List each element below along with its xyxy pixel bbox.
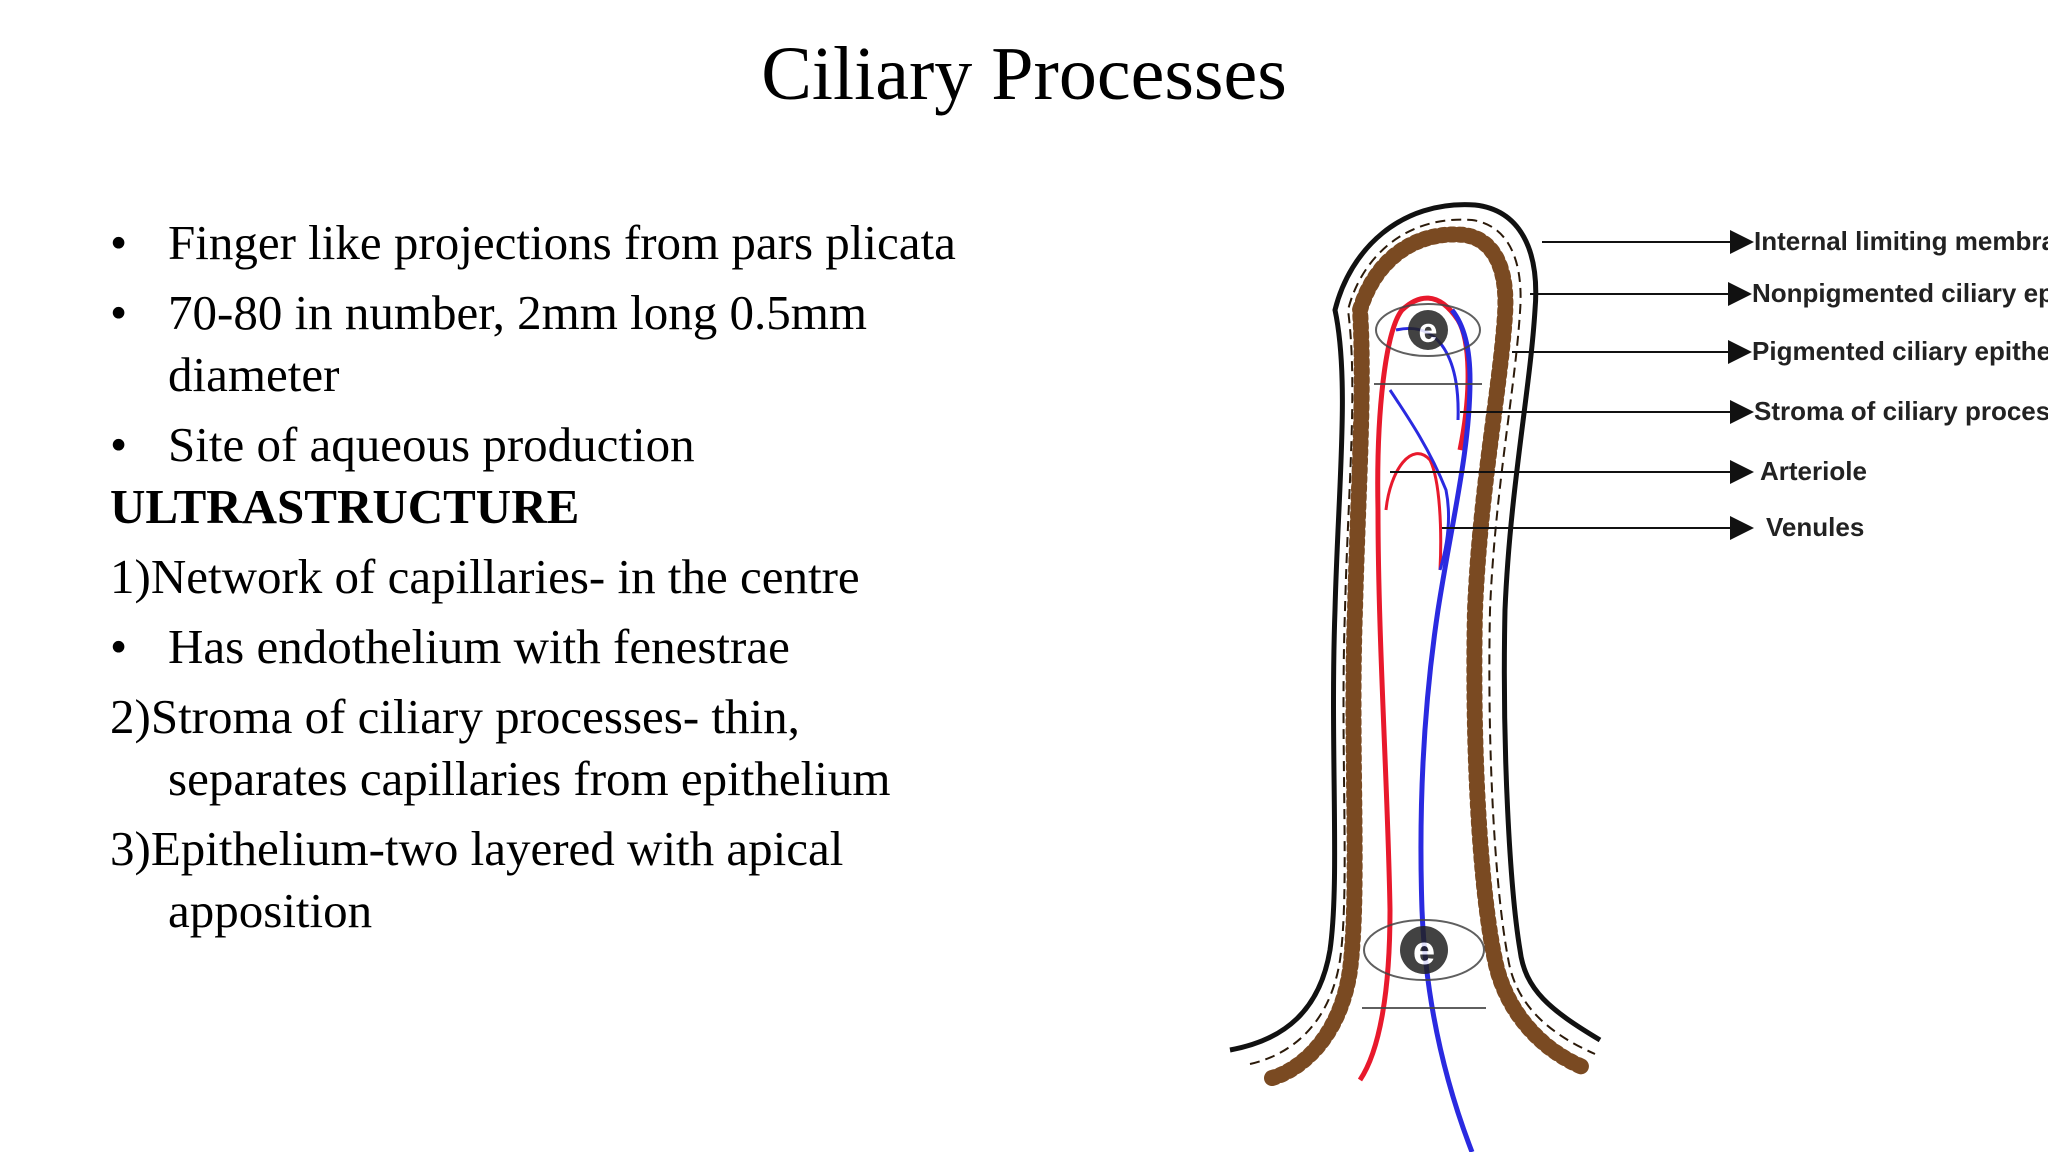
numbered-text-continuation: separates capillaries from epithelium (168, 751, 891, 806)
bullet-text-continuation: diameter (168, 347, 340, 402)
section-heading: ULTRASTRUCTURE (110, 479, 580, 534)
pigmented-epithelium (1264, 226, 1593, 1086)
bullet-text: Has endothelium with fenestrae (168, 619, 790, 674)
numbered-item: 3)Epithelium-two layered with apical app… (110, 818, 1110, 942)
venule-branch (1388, 389, 1450, 571)
bullet-text: Site of aqueous production (168, 417, 695, 472)
slide-body: • Finger like projections from pars plic… (110, 212, 1110, 942)
label-nonpigmented-ciliary-epithelium: Nonpigmented ciliary ep (1752, 278, 2048, 308)
bullet-marker: • (110, 215, 128, 270)
numbered-text: 3)Epithelium-two layered with apical (110, 821, 844, 876)
venule-vessel (1418, 308, 1475, 1152)
process-outer-outline (1229, 202, 1602, 1053)
svg-text:e: e (1413, 929, 1435, 973)
bullet-item: • Has endothelium with fenestrae (110, 616, 1110, 678)
bullet-marker: • (110, 285, 128, 340)
nonpigmented-epithelium (1249, 218, 1596, 1065)
bullet-marker: • (110, 619, 128, 674)
label-venules: Venules (1766, 512, 1865, 542)
numbered-item: 2)Stroma of ciliary processes- thin, sep… (110, 686, 1110, 810)
label-internal-limiting-membrane: Internal limiting membra (1754, 226, 2048, 256)
slide-title: Ciliary Processes (761, 32, 1287, 116)
label-arteriole: Arteriole (1760, 456, 1867, 486)
numbered-text-continuation: apposition (168, 883, 373, 938)
watermark-logo: e (1374, 303, 1482, 385)
bullet-item: • Site of aqueous production (110, 414, 1110, 476)
numbered-text: 2)Stroma of ciliary processes- thin, (110, 689, 800, 744)
bullet-item: • 70-80 in number, 2mm long 0.5mm diamet… (110, 282, 1110, 406)
label-pigmented-ciliary-epithelium: Pigmented ciliary epithe (1752, 336, 2048, 366)
bullet-marker: • (110, 417, 128, 472)
bullet-item: • Finger like projections from pars plic… (110, 212, 1110, 274)
watermark-logo: e (1362, 919, 1486, 1009)
ciliary-process-diagram: e e Internal limiting membra Nonpigmente… (1190, 190, 2048, 1152)
label-stroma: Stroma of ciliary proces (1754, 396, 2048, 426)
diagram-svg: e e (1229, 202, 1754, 1152)
bullet-text: 70-80 in number, 2mm long 0.5mm (168, 285, 867, 340)
numbered-text: 1)Network of capillaries- in the centre (110, 549, 860, 604)
svg-text:e: e (1419, 312, 1438, 350)
numbered-item: 1)Network of capillaries- in the centre (110, 546, 1110, 608)
arteriole-branch (1384, 452, 1443, 571)
bullet-text: Finger like projections from pars plicat… (168, 215, 956, 270)
